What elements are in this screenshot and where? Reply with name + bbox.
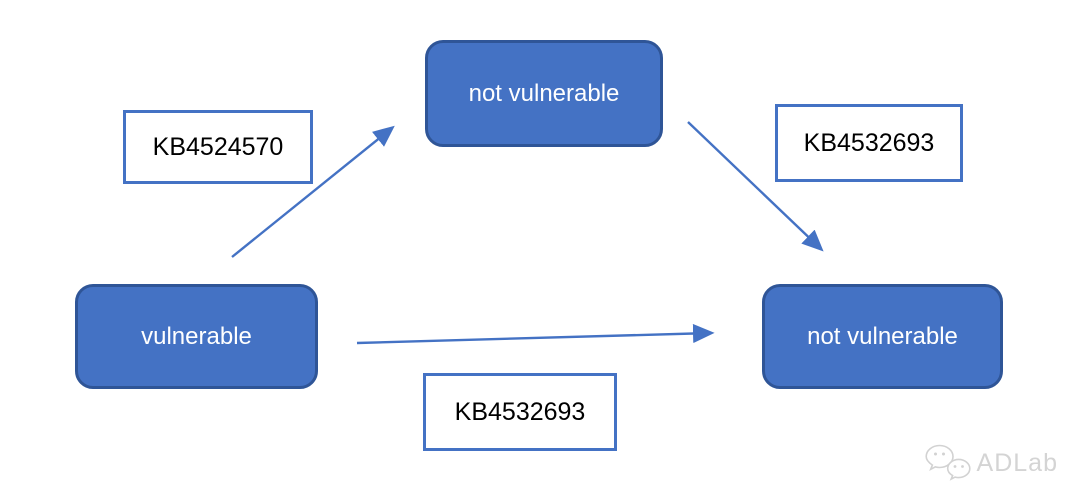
edge-label-text: KB4532693: [454, 397, 586, 426]
node-vulnerable[interactable]: vulnerable: [75, 284, 318, 389]
node-label: not vulnerable: [468, 79, 620, 107]
edge-vulnerable-to-top-arrow: [231, 125, 395, 258]
wechat-icon: [924, 444, 971, 481]
edge-label-kb4532693-top: KB4532693: [775, 104, 963, 182]
edge-label-text: KB4532693: [803, 128, 935, 157]
node-label: not vulnerable: [807, 322, 958, 350]
node-label: vulnerable: [141, 322, 252, 350]
edge-label-text: KB4524570: [152, 132, 284, 161]
edge-label-kb4524570: KB4524570: [123, 110, 313, 184]
node-not-vulnerable-top[interactable]: not vulnerable: [425, 40, 663, 147]
node-not-vulnerable-right[interactable]: not vulnerable: [762, 284, 1003, 389]
edge-label-kb4532693-bottom: KB4532693: [423, 373, 617, 451]
watermark-label: ADLab: [976, 448, 1058, 477]
edge-top-to-right-arrow: [687, 121, 824, 252]
watermark: ADLab: [924, 443, 1058, 483]
edge-vulnerable-to-right-arrow: [356, 323, 715, 345]
